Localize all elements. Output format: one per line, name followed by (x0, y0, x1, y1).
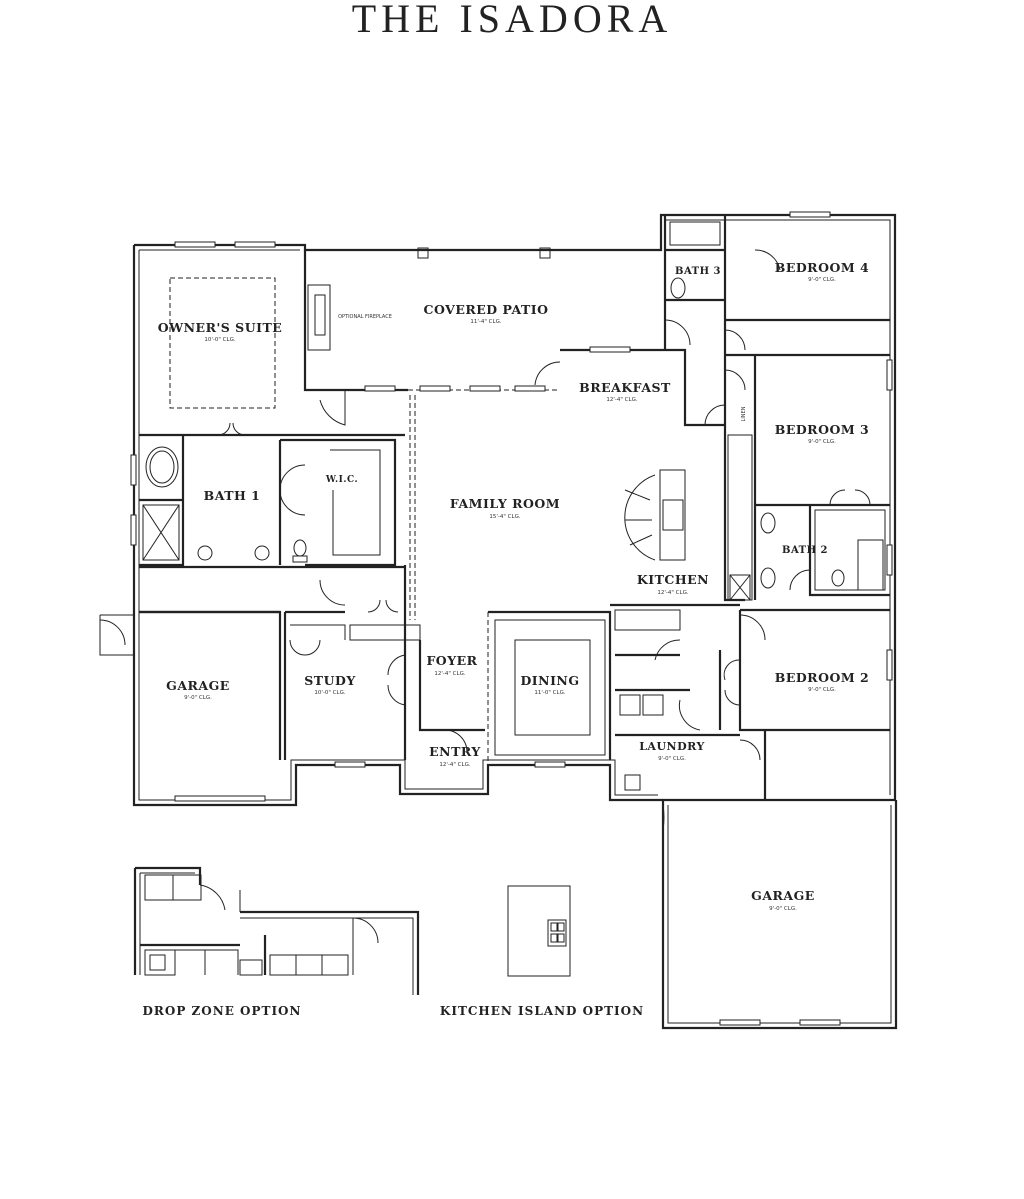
laundry-label: LAUNDRY (639, 740, 705, 753)
dining-label: DINING (520, 673, 579, 688)
kitchen-island-option-drawing (507, 885, 571, 977)
family-room-ceiling: 15'-4" CLG. (489, 514, 520, 520)
bath3-label: BATH 3 (675, 266, 721, 277)
foyer-label: FOYER (426, 653, 477, 668)
foyer-ceiling: 12'-4" CLG. (434, 671, 465, 677)
entry-ceiling: 12'-4" CLG. (439, 762, 470, 768)
room-labels: OWNER'S SUITE 10'-0" CLG. COVERED PATIO … (158, 260, 869, 912)
bedroom3-label: BEDROOM 3 (775, 422, 869, 437)
kitchen-label: KITCHEN (637, 572, 709, 587)
bath2-label: BATH 2 (782, 545, 828, 556)
garage-left-ceiling: 9'-0" CLG. (184, 695, 212, 701)
bedroom3-ceiling: 9'-0" CLG. (808, 439, 836, 445)
drop-zone-option-label: DROP ZONE OPTION (143, 1004, 302, 1018)
drop-zone-option-drawing (133, 866, 420, 995)
bath1-label: BATH 1 (204, 488, 261, 503)
fixtures (142, 247, 884, 791)
kitchen-ceiling: 12'-4" CLG. (657, 590, 688, 596)
plan-title: THE ISADORA (352, 0, 673, 41)
dining-ceiling: 11'-0" CLG. (534, 690, 565, 696)
wic-label: W.I.C. (325, 475, 358, 485)
garage-right-ceiling: 9'-0" CLG. (769, 906, 797, 912)
owners-suite-label: OWNER'S SUITE (158, 320, 283, 335)
owners-suite-ceiling: 10'-0" CLG. (204, 337, 235, 343)
entry-label: ENTRY (429, 744, 481, 759)
garage-right-label: GARAGE (751, 888, 815, 903)
bedroom2-label: BEDROOM 2 (775, 670, 869, 685)
laundry-ceiling: 9'-0" CLG. (658, 756, 686, 762)
study-ceiling: 10'-0" CLG. (314, 690, 345, 696)
bedroom2-ceiling: 9'-0" CLG. (808, 687, 836, 693)
breakfast-ceiling: 12'-4" CLG. (606, 397, 637, 403)
covered-patio-label: COVERED PATIO (424, 302, 549, 317)
fireplace-label: OPTIONAL FIREPLACE (338, 314, 392, 320)
closet-label: LINEN (741, 406, 747, 421)
bedroom4-ceiling: 9'-0" CLG. (808, 277, 836, 283)
bedroom4-label: BEDROOM 4 (775, 260, 869, 275)
ceiling-outlines (169, 277, 591, 736)
family-room-label: FAMILY ROOM (450, 496, 560, 511)
study-label: STUDY (304, 673, 356, 688)
windows (130, 211, 893, 1026)
doors (99, 249, 871, 831)
kitchen-island-option-label: KITCHEN ISLAND OPTION (440, 1004, 644, 1018)
breakfast-label: BREAKFAST (579, 380, 671, 395)
garage-left-label: GARAGE (166, 678, 230, 693)
covered-patio-ceiling: 11'-4" CLG. (470, 319, 501, 325)
